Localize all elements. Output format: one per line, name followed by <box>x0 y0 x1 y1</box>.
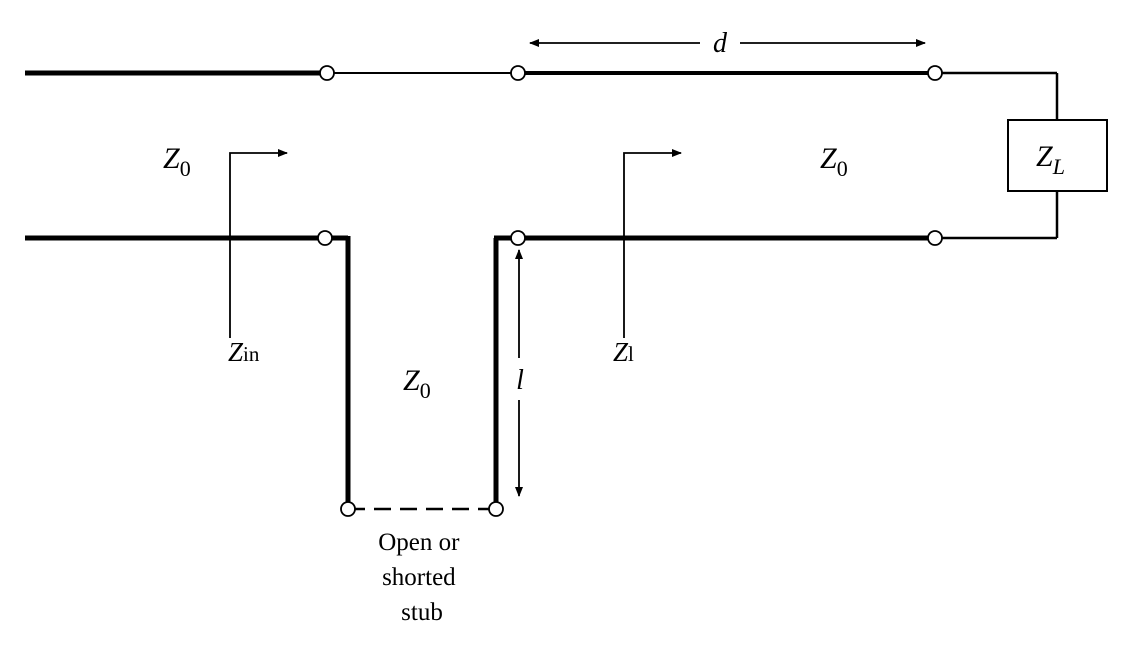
upper-conductor <box>25 70 1059 120</box>
terminal-lower-2 <box>510 230 526 246</box>
stub-length-label: l <box>516 365 524 396</box>
z-l-label: Zl <box>613 337 634 367</box>
z0-left-label: Z0 <box>163 142 191 181</box>
z0-stub-label: Z0 <box>403 364 431 403</box>
stub-caption-line-1: Open or <box>378 529 460 556</box>
terminal-lower-3 <box>927 230 943 246</box>
terminal-upper-1 <box>319 65 335 81</box>
stub-caption: Open or shorted stub <box>378 529 465 626</box>
distance-label: d <box>713 28 728 59</box>
z-in-label: Zin <box>228 337 260 367</box>
z-l-marker-line <box>623 149 682 338</box>
terminal-upper-3 <box>927 65 943 81</box>
load-impedance-box <box>1007 119 1108 192</box>
z-in-reference-marker <box>229 149 288 338</box>
terminal-upper-2 <box>510 65 526 81</box>
terminal-stub-right <box>488 501 504 517</box>
load-label: ZL <box>1036 140 1065 179</box>
terminal-stub-left <box>340 501 356 517</box>
z0-right-label: Z0 <box>820 142 848 181</box>
terminal-lower-1 <box>317 230 333 246</box>
terminals <box>317 65 943 517</box>
z-in-marker-line <box>229 149 288 338</box>
stub-caption-line-2: shorted <box>382 564 456 591</box>
z-l-reference-marker <box>623 149 682 338</box>
stub-caption-line-3: stub <box>401 599 443 626</box>
stub <box>345 235 518 511</box>
lower-conductor <box>25 191 1059 241</box>
